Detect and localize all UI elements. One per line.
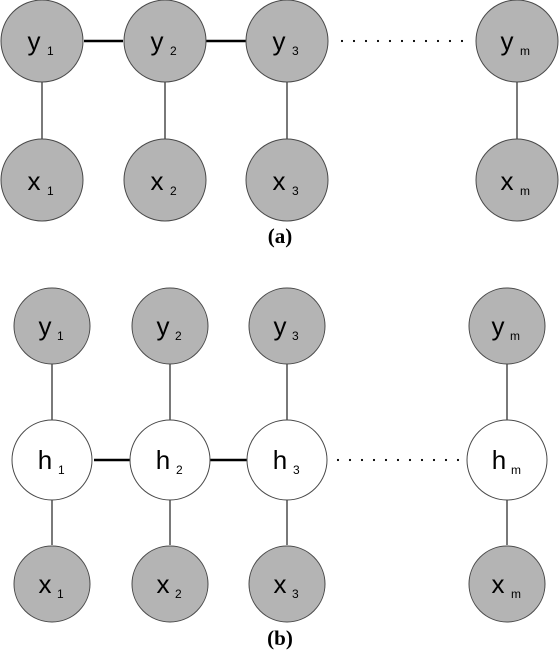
node-var: x xyxy=(273,166,286,196)
node-subscript: 3 xyxy=(292,587,299,601)
node-subscript: 2 xyxy=(176,463,183,477)
node-var: y xyxy=(28,26,41,56)
panel-b: y 1 y 2 y 3 y m h 1 h 2 xyxy=(11,287,548,650)
node-var: y xyxy=(492,311,505,341)
node-var: h xyxy=(156,445,170,475)
node-y1: y 1 xyxy=(0,0,84,83)
node-var: h xyxy=(273,445,287,475)
node-x2: x 2 xyxy=(123,138,207,222)
node-subscript: 2 xyxy=(175,587,182,601)
panel-a: y 1 y 2 y 3 y m x 1 x 2 xyxy=(0,0,559,248)
node-y1: y 1 xyxy=(13,287,91,365)
node-var: y xyxy=(501,26,514,56)
node-x3: x 3 xyxy=(248,545,326,623)
node-xm: x m xyxy=(468,545,546,623)
node-var: x xyxy=(492,569,505,599)
node-y2: y 2 xyxy=(123,0,207,83)
node-var: h xyxy=(38,445,52,475)
node-var: x xyxy=(39,569,52,599)
node-subscript: m xyxy=(511,463,521,477)
node-var: y xyxy=(273,26,286,56)
caption-a: (a) xyxy=(268,224,293,248)
node-var: x xyxy=(157,569,170,599)
node-var: y xyxy=(151,26,164,56)
node-subscript: 1 xyxy=(47,184,54,198)
node-h1: h 1 xyxy=(11,419,93,501)
node-hm: h m xyxy=(466,419,548,501)
node-var: x xyxy=(151,166,164,196)
node-x2: x 2 xyxy=(131,545,209,623)
node-subscript: 3 xyxy=(292,329,299,343)
node-subscript: 1 xyxy=(57,329,64,343)
node-subscript: 3 xyxy=(293,463,300,477)
node-subscript: 2 xyxy=(170,44,177,58)
node-y2: y 2 xyxy=(131,287,209,365)
node-x1: x 1 xyxy=(13,545,91,623)
node-var: x xyxy=(28,166,41,196)
node-subscript: m xyxy=(511,587,521,601)
node-x3: x 3 xyxy=(245,138,329,222)
node-var: x xyxy=(501,166,514,196)
node-y3: y 3 xyxy=(245,0,329,83)
node-subscript: 3 xyxy=(292,44,299,58)
node-ym: y m xyxy=(468,287,546,365)
node-var: x xyxy=(274,569,287,599)
node-var: h xyxy=(492,445,506,475)
node-y3: y 3 xyxy=(248,287,326,365)
node-subscript: m xyxy=(510,329,520,343)
caption-b: (b) xyxy=(267,626,293,650)
node-subscript: 1 xyxy=(58,463,65,477)
node-h3: h 3 xyxy=(246,419,328,501)
node-xm: x m xyxy=(475,138,559,222)
node-subscript: 1 xyxy=(57,587,64,601)
node-subscript: 3 xyxy=(292,184,299,198)
node-subscript: m xyxy=(520,44,530,58)
node-subscript: m xyxy=(520,184,530,198)
node-var: y xyxy=(39,311,52,341)
node-var: y xyxy=(274,311,287,341)
node-var: y xyxy=(157,311,170,341)
node-x1: x 1 xyxy=(0,138,84,222)
node-h2: h 2 xyxy=(129,419,211,501)
node-subscript: 2 xyxy=(175,329,182,343)
node-ym: y m xyxy=(475,0,559,83)
node-subscript: 2 xyxy=(170,184,177,198)
node-subscript: 1 xyxy=(47,44,54,58)
